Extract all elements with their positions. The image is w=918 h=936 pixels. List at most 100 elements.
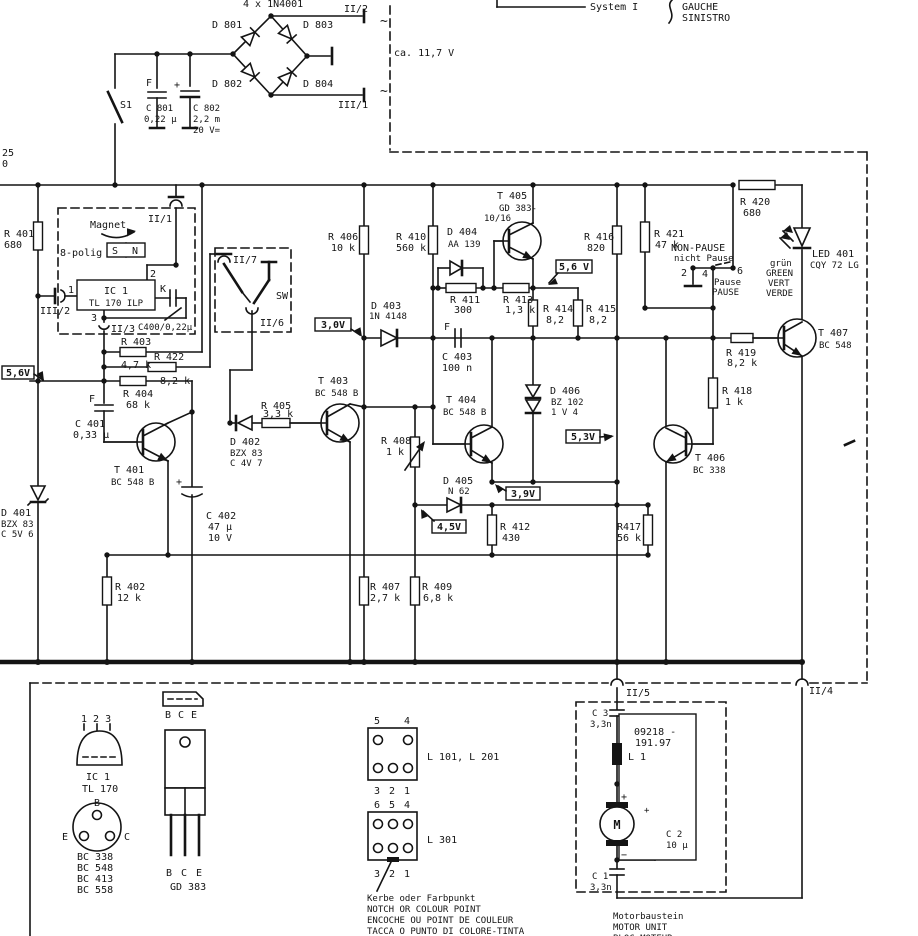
c400-pointer xyxy=(163,306,183,322)
t401-ref: T 401 xyxy=(114,465,144,476)
resistor-r422 xyxy=(147,361,177,373)
r419-ref: R 419 xyxy=(726,348,756,359)
resistor-r418 xyxy=(707,377,719,409)
ac-symbol-bottom: ~ xyxy=(380,84,388,99)
ic1-pkg-pins: 1 2 3 xyxy=(81,714,111,725)
r401-ref: R 401 xyxy=(4,229,34,240)
r409-val: 6,8 k xyxy=(423,593,453,604)
led-401 xyxy=(778,225,812,250)
resistors xyxy=(32,179,776,606)
r416-ref: R 416 xyxy=(584,232,614,243)
bce-package-top xyxy=(162,691,204,707)
d404-type: AA 139 xyxy=(448,240,481,250)
terminal-bars xyxy=(53,8,856,447)
motor-brush-top xyxy=(606,802,628,808)
pause-pin4: 4 xyxy=(702,269,708,280)
d406-type: BZ 102 xyxy=(551,398,584,408)
r407-ref: R 407 xyxy=(370,582,400,593)
diode-d403 xyxy=(380,328,399,348)
l301-pin1: 1 xyxy=(404,869,410,880)
capacitors xyxy=(180,486,204,498)
r402-ref: R 402 xyxy=(115,582,145,593)
c403-ref: C 403 xyxy=(442,352,472,363)
r407-val: 2,7 k xyxy=(370,593,400,604)
motor-part-box xyxy=(618,713,697,861)
r406-val: 10 k xyxy=(331,243,355,254)
pinout-b: B xyxy=(94,798,100,809)
gd383-pin-b: B xyxy=(166,868,172,879)
bce-top-b: B xyxy=(165,710,171,721)
r416-val: 820 xyxy=(587,243,605,254)
l101-label: L 101, L 201 xyxy=(427,752,499,763)
ic1-pkg-type: TL 170 xyxy=(82,784,118,795)
r417-val: 56 k xyxy=(617,533,641,544)
d801-label: D 801 xyxy=(212,20,242,31)
r414-ref: R 414 xyxy=(543,304,573,315)
magnet-n: N xyxy=(132,246,138,257)
d402-ref: D 402 xyxy=(230,437,260,448)
edge-partial-2: 0 xyxy=(2,159,8,170)
l101-pin3: 3 xyxy=(374,786,380,797)
led-color-fr: VERT xyxy=(768,279,790,289)
motor-caption-fr: BLOC MOTEUR xyxy=(613,934,673,936)
transistor-t406 xyxy=(653,424,714,464)
resistor-r406 xyxy=(358,225,370,255)
r418-ref: R 418 xyxy=(722,386,752,397)
r413-val: 1,3 k xyxy=(505,305,535,316)
notch-note-de: Kerbe oder Farbpunkt xyxy=(367,894,475,904)
t405-ref: T 405 xyxy=(497,191,527,202)
conn-ii7-label: II/7 xyxy=(233,255,257,266)
t407-type: BC 548 xyxy=(819,341,852,351)
pause-label-2: nicht Pause xyxy=(674,254,734,264)
resistor-r411 xyxy=(445,282,477,294)
d401-type: BZX 83 xyxy=(1,520,34,530)
hall-ic-area xyxy=(76,228,183,322)
t405-type2: 10/16 xyxy=(484,214,511,224)
conn-ii1-label: II/1 xyxy=(148,214,172,225)
bridge-rectifier xyxy=(239,23,298,88)
voltage-56a: 5,6V xyxy=(6,368,30,379)
l101-pin2: 2 xyxy=(389,786,395,797)
ic1-type: TL 170 ILP xyxy=(89,299,144,309)
transistor-t404 xyxy=(432,424,504,465)
voltage-30: 3,0V xyxy=(321,320,345,331)
bc-list-1: BC 338 xyxy=(77,852,113,863)
motor-unit xyxy=(599,713,697,861)
ic1-package xyxy=(76,730,123,766)
resistor-r417 xyxy=(642,514,654,546)
t406-type: BC 338 xyxy=(693,466,726,476)
ic1-pin1: 1 xyxy=(68,285,74,296)
t404-ref: T 404 xyxy=(446,395,476,406)
l101-pin1: 1 xyxy=(404,786,410,797)
t405-type1: GD 383- xyxy=(499,204,537,214)
resistor-r420 xyxy=(738,179,776,191)
connector-arcs xyxy=(59,199,809,686)
transistor-t405 xyxy=(493,221,542,261)
r403-val: 4,7 k xyxy=(121,360,151,371)
dc-voltage-note: ca. 11,7 V xyxy=(394,48,454,59)
c802-ref: C 802 xyxy=(193,104,220,114)
ic1-pkg-ref: IC 1 xyxy=(86,772,110,783)
transistor-t403 xyxy=(289,402,360,444)
magnet-label: Magnet xyxy=(90,220,126,231)
pinout-e: E xyxy=(62,832,68,843)
notch-note-it: TACCA O PUNTO DI COLORE-TINTA xyxy=(367,927,525,936)
r405-ref: R 405 xyxy=(261,401,291,412)
voltage-39: 3,9V xyxy=(511,489,535,500)
pause-pin6: 6 xyxy=(737,266,743,277)
motor-caption-en: MOTOR UNIT xyxy=(613,923,668,933)
motor-m: M xyxy=(613,818,620,832)
bridge-note: 4 x 1N4001 xyxy=(243,0,303,10)
t406-ref: T 406 xyxy=(695,453,725,464)
resistor-r416 xyxy=(611,225,623,255)
d403-type: 1N 4148 xyxy=(369,312,407,322)
r419-val: 8,2 k xyxy=(727,358,757,369)
diode-d401 xyxy=(26,485,50,507)
c402-ref: C 402 xyxy=(206,511,236,522)
r402-val: 12 k xyxy=(117,593,141,604)
c400-label: C400/0,22µ xyxy=(138,323,193,333)
t404-type: BC 548 B xyxy=(443,408,486,418)
resistor-r412 xyxy=(486,514,498,546)
c802-val2: 20 V= xyxy=(193,126,221,136)
